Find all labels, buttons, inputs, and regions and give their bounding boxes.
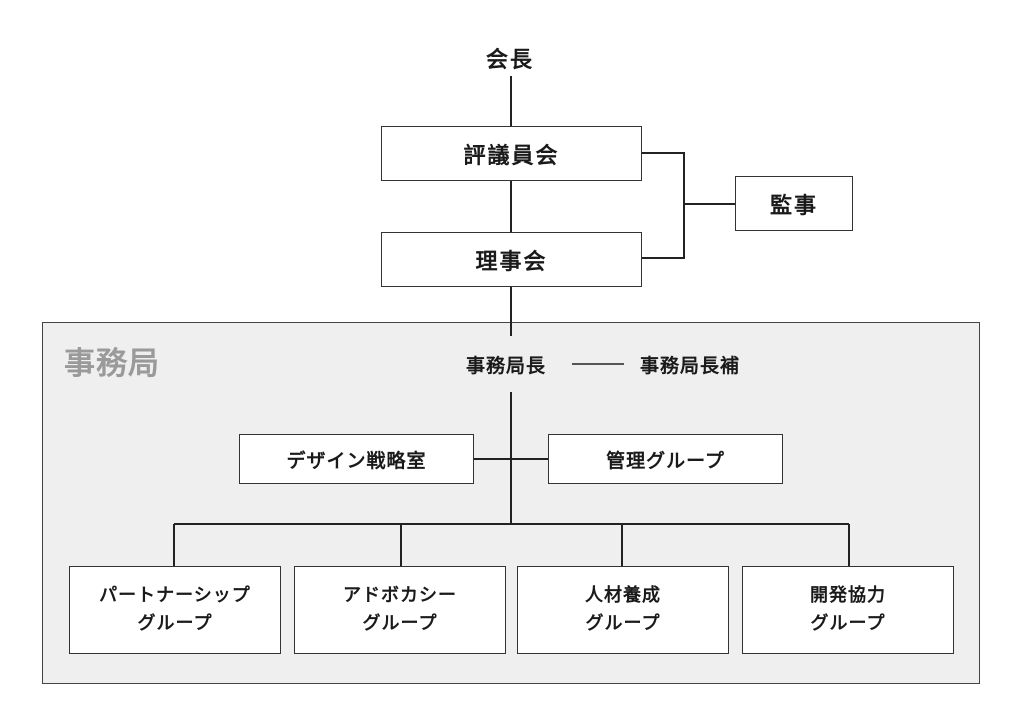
board-box: 理事会 <box>381 232 642 287</box>
group-line2: グループ <box>585 613 661 634</box>
group-line1: パートナーシップ <box>99 585 251 606</box>
group-line1: 開発協力 <box>810 585 886 606</box>
human-resources-group-box: 人材養成 グループ <box>517 566 729 654</box>
group-line2: グループ <box>362 613 438 634</box>
council-box: 評議員会 <box>381 126 642 181</box>
advocacy-group-box: アドボカシー グループ <box>294 566 506 654</box>
board-label: 理事会 <box>475 249 548 275</box>
design-strategy-box: デザイン戦略室 <box>239 434 474 484</box>
line-auditor-bracket <box>642 152 685 259</box>
chairman-label: 会長 <box>486 48 535 73</box>
director-label: 事務局長 <box>466 355 547 377</box>
management-group-box: 管理グループ <box>548 434 783 484</box>
council-label: 評議員会 <box>463 143 560 169</box>
partnership-group-box: パートナーシップ グループ <box>69 566 281 654</box>
group-line1: 人材養成 <box>585 585 661 606</box>
group-line2: グループ <box>137 613 213 634</box>
assistant-director-label: 事務局長補 <box>640 355 741 377</box>
secretariat-title: 事務局 <box>64 346 160 382</box>
auditor-box: 監事 <box>735 176 853 231</box>
auditor-label: 監事 <box>769 193 818 219</box>
group-line1: アドボカシー <box>343 585 457 606</box>
development-cooperation-group-box: 開発協力 グループ <box>742 566 954 654</box>
group-line2: グループ <box>810 613 886 634</box>
design-strategy-label: デザイン戦略室 <box>286 449 427 472</box>
management-group-label: 管理グループ <box>606 449 725 472</box>
